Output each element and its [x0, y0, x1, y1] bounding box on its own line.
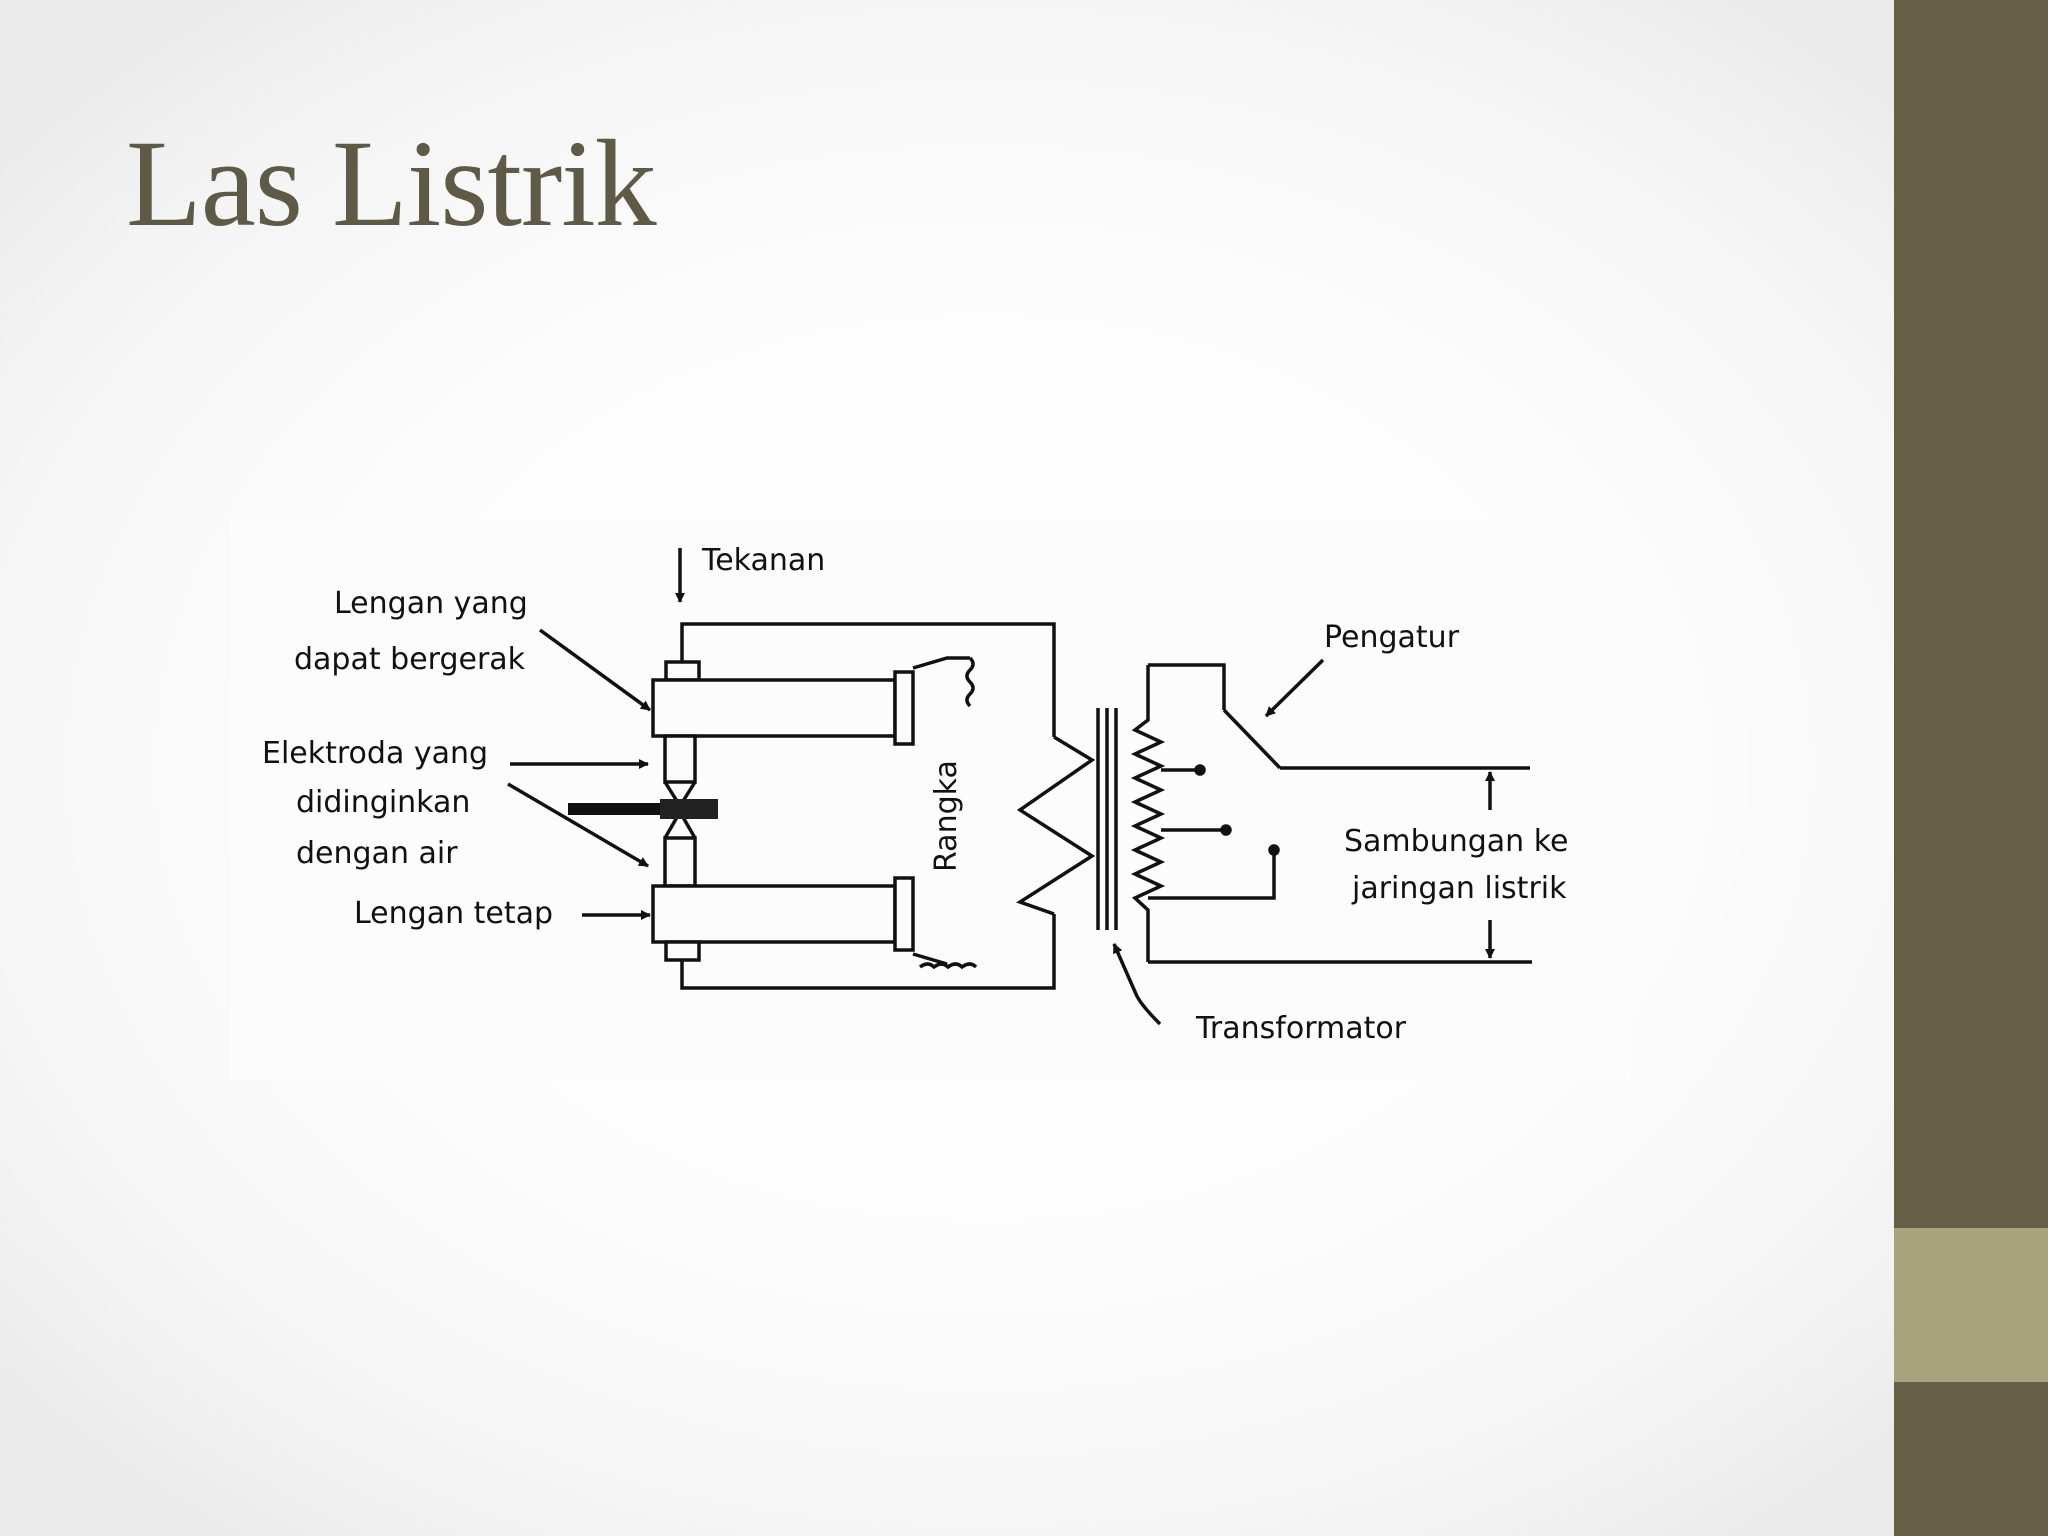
label-pressure: Tekanan	[701, 543, 825, 578]
label-regulator: Pengatur	[1324, 620, 1460, 655]
secondary-winding	[1130, 665, 1166, 962]
label-electrode-1: Elektroda yang	[262, 736, 488, 771]
label-movable-arm-1: Lengan yang	[334, 586, 528, 621]
transformer-core	[1096, 708, 1118, 930]
primary-winding	[1016, 735, 1096, 916]
label-electrode-3: dengan air	[296, 836, 458, 871]
spot-welding-diagram: Tekanan Lengan yang dapat bergerak Elekt…	[262, 543, 1568, 1046]
secondary-top-lead	[1148, 663, 1226, 710]
label-mains-1: Sambungan ke	[1344, 824, 1568, 859]
regulator-taps	[1148, 768, 1276, 900]
movable-arm	[651, 660, 915, 746]
upper-circuit-wire	[680, 622, 1056, 737]
fixed-arm	[651, 876, 915, 962]
label-frame: Rangka	[929, 760, 964, 872]
regulator-switch	[1222, 708, 1282, 770]
lower-circuit-wire	[680, 914, 1056, 990]
label-transformer: Transformator	[1195, 1011, 1407, 1046]
movable-arm-leader	[538, 628, 652, 712]
label-fixed-arm: Lengan tetap	[354, 896, 553, 931]
regulator-leader	[1264, 658, 1325, 718]
transformer-leader	[1112, 943, 1162, 1026]
tap-contacts	[1194, 764, 1280, 856]
lower-electrode	[663, 808, 697, 888]
upper-electrode	[663, 734, 697, 810]
frame	[912, 656, 978, 970]
side-accent-block	[1894, 1228, 2048, 1382]
label-movable-arm-2: dapat bergerak	[294, 642, 526, 677]
label-electrode-2: didinginkan	[296, 785, 470, 820]
slide-title: Las Listrik	[126, 115, 657, 252]
electrode-leader-lower	[507, 782, 649, 868]
label-mains-2: jaringan listrik	[1351, 871, 1567, 906]
